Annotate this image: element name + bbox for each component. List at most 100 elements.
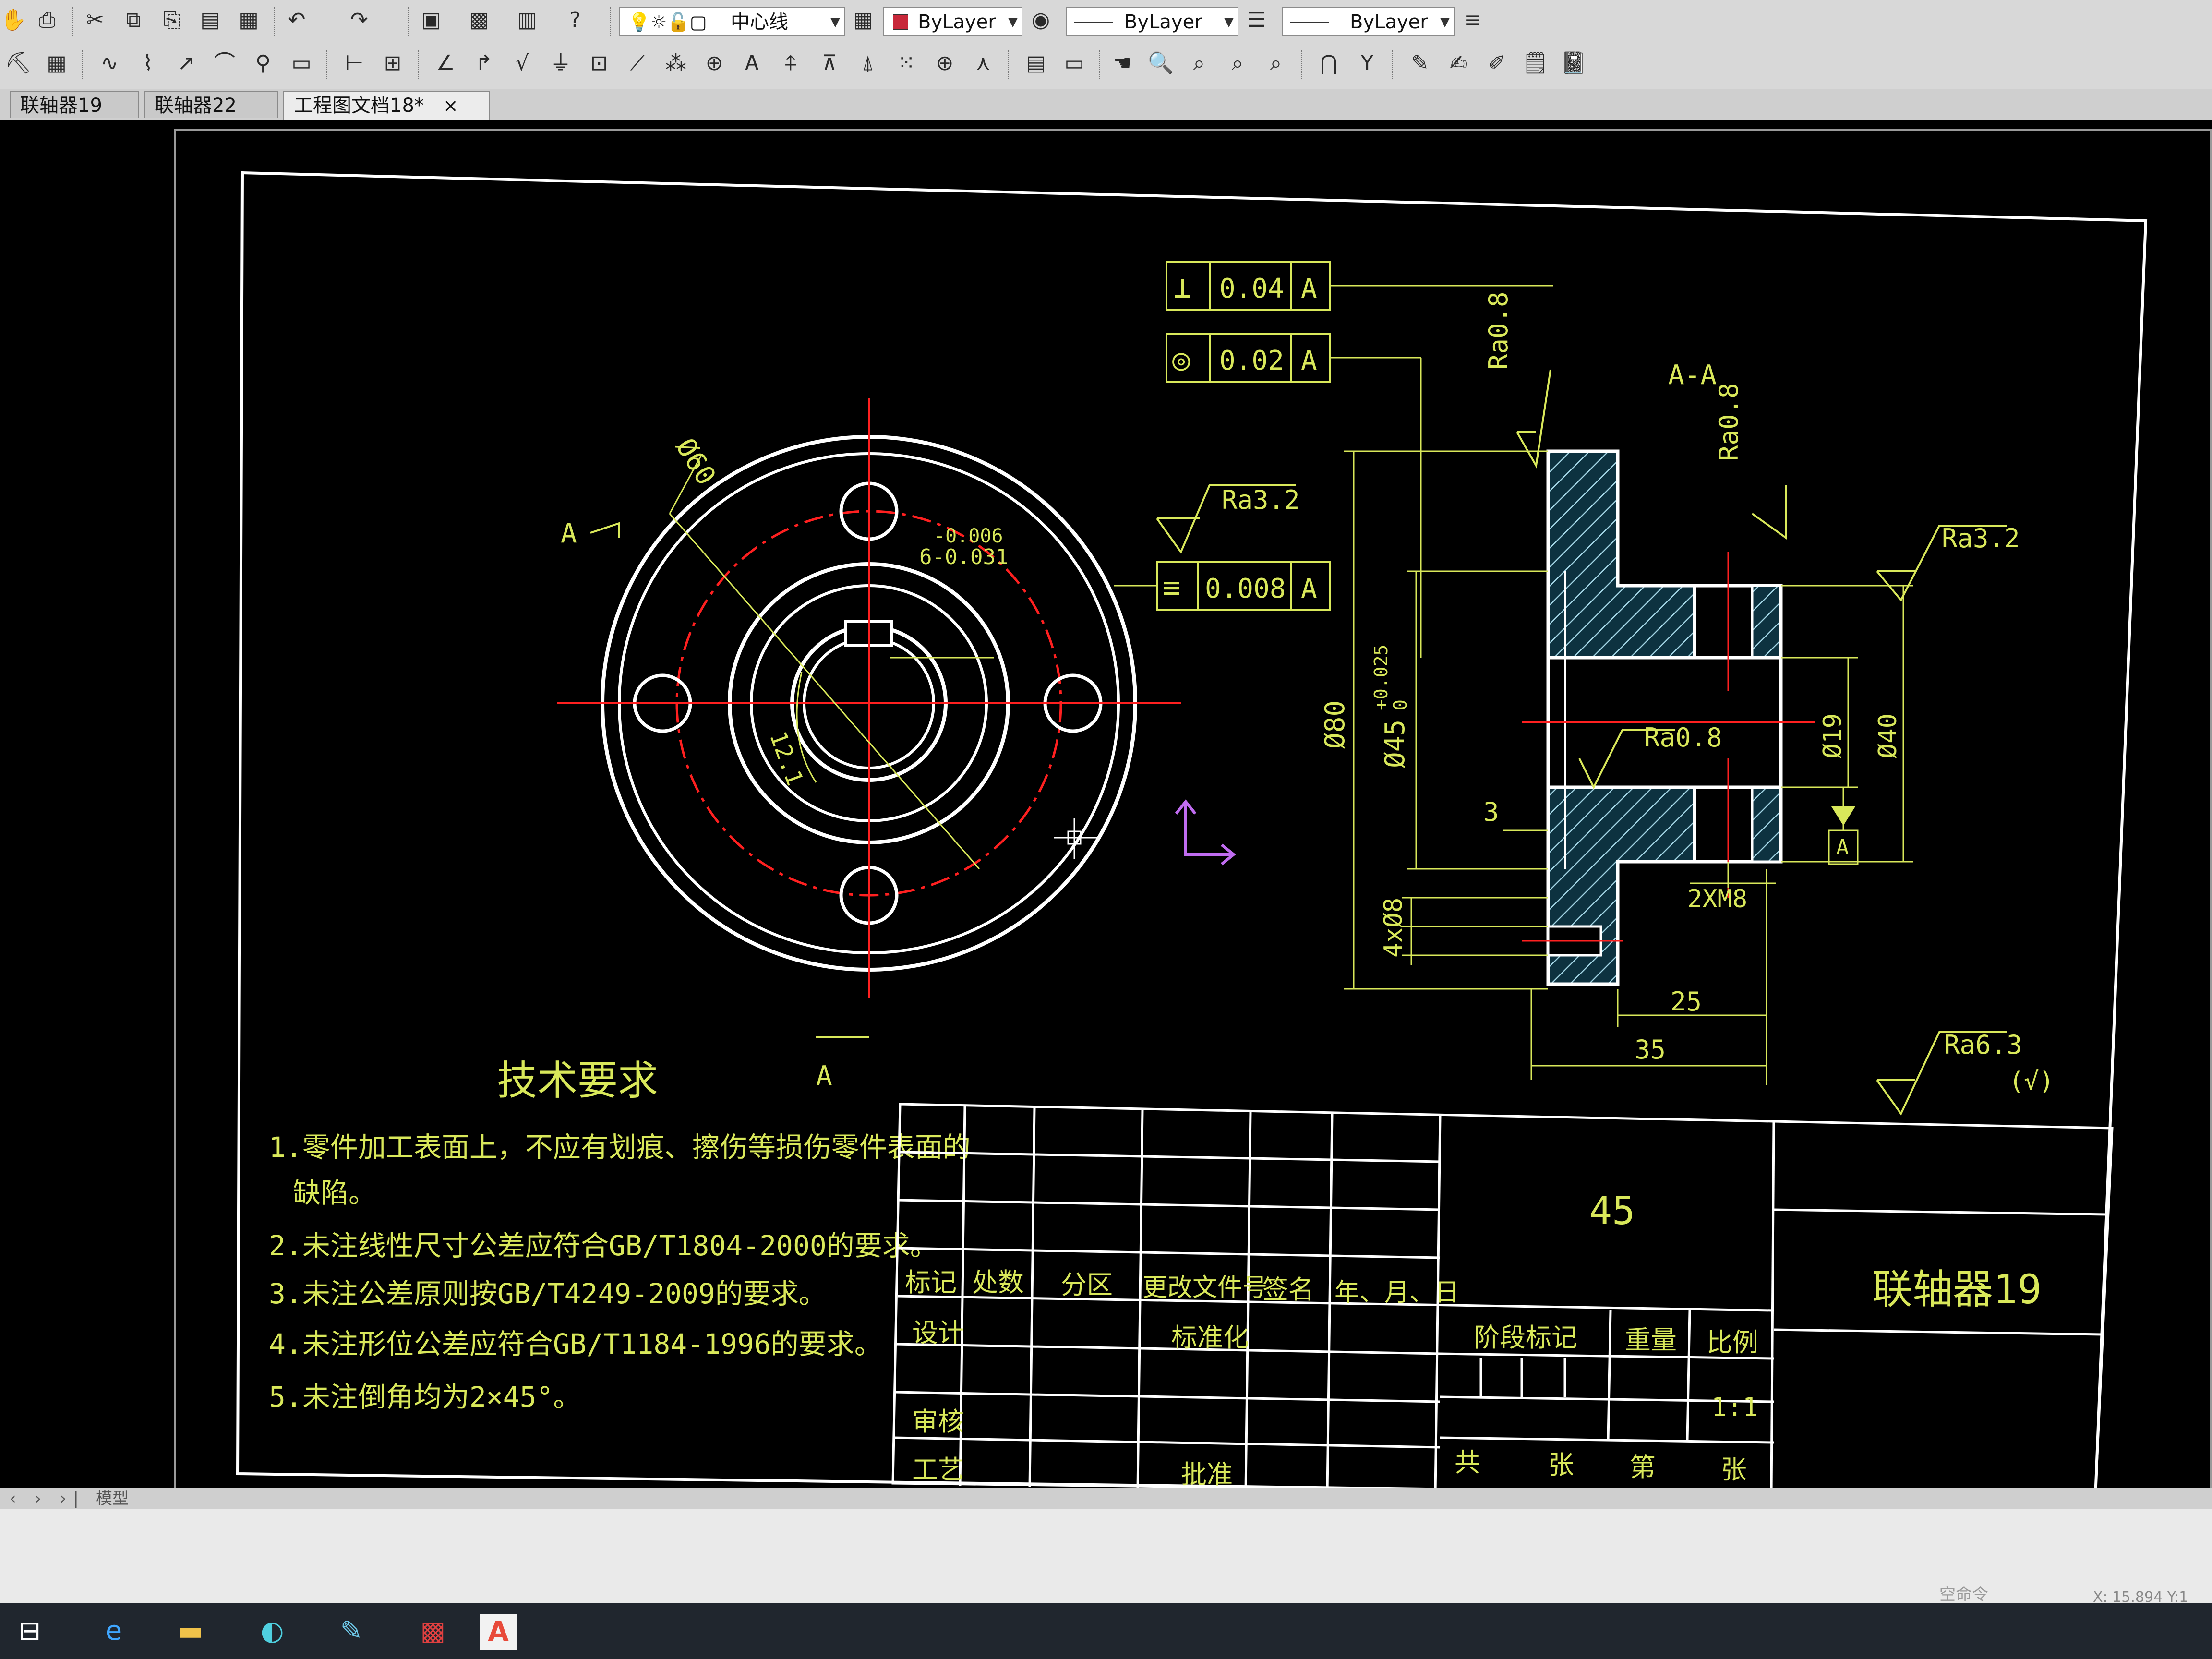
block-icon[interactable]: ▭ (291, 51, 312, 75)
snap-icon[interactable]: Y (1360, 51, 1374, 75)
toolbar-separator (82, 50, 84, 79)
angle-dimension-icon[interactable]: ∠ (436, 51, 455, 75)
task-view-icon[interactable]: ⊟ (18, 1615, 41, 1647)
help-icon[interactable]: ? (569, 8, 581, 32)
cone-icon[interactable]: ⍋ (861, 51, 875, 75)
edit-icon[interactable]: ✎ (1411, 51, 1429, 75)
edit-leader-icon[interactable]: ✐ (1488, 51, 1506, 75)
text-icon[interactable]: Ꭺ (745, 51, 760, 75)
linetype-manager-icon[interactable]: ☰ (1247, 8, 1266, 32)
tab-label: 联轴器19 (20, 95, 102, 117)
rev-header: 分区 (1061, 1270, 1113, 1300)
cut-icon[interactable]: ✂ (86, 8, 104, 32)
toolbar-separator (1392, 50, 1395, 79)
toolbar-separator (274, 7, 276, 36)
undo-icon[interactable]: ↶ (288, 8, 306, 32)
tab-drawing-18[interactable]: 工程图文档18*× (283, 91, 490, 121)
center-mark-icon[interactable]: ⊕ (936, 51, 954, 75)
note-icon[interactable]: 🗒 (1522, 51, 1549, 75)
close-icon[interactable]: × (443, 95, 458, 116)
tab-nav-arrows-icon[interactable]: ‹ › ›| (10, 1489, 85, 1508)
linetype-combo[interactable]: ByLayer ▼ (1066, 7, 1238, 36)
wave-line-icon[interactable]: ∿ (100, 51, 119, 75)
copy-icon[interactable]: ⧉ (126, 8, 141, 32)
rev-header: 签名 (1262, 1274, 1314, 1305)
paste-block-icon[interactable]: ▦ (239, 8, 259, 32)
edit-text-icon[interactable]: ✍ (1449, 51, 1467, 75)
edge-browser-icon[interactable]: e (105, 1615, 122, 1647)
solidworks-icon[interactable]: ▩ (420, 1615, 446, 1647)
datum-icon[interactable]: ⏚ (550, 51, 571, 75)
tool-palette-icon[interactable]: ▥ (517, 8, 537, 32)
command-status: 空命令 (1939, 1585, 1988, 1604)
gdt-datum: A (1301, 345, 1317, 376)
cad-app-icon[interactable]: ✎ (340, 1615, 363, 1647)
coordinate-readout: X: 15.894 Y:1 (2093, 1589, 2188, 1606)
leader-icon[interactable]: ↗ (177, 51, 195, 75)
color-combo[interactable]: ByLayer ▼ (883, 7, 1022, 36)
chevron-down-icon: ▼ (1224, 15, 1234, 29)
layer-combo[interactable]: 💡☼🔓▢ 中心线 ▼ (619, 7, 845, 36)
baseline-dimension-icon[interactable]: ⊞ (384, 51, 402, 75)
axis-icon[interactable]: ⋏ (975, 51, 991, 75)
title-block-icon[interactable]: ▭ (1064, 51, 1084, 75)
roughness-ra32-right: Ra3.2 (1876, 523, 2020, 602)
arrow-icon[interactable]: ⍏ (784, 51, 798, 75)
zoom-realtime-icon[interactable]: 🔍 (1147, 51, 1174, 75)
drawing-canvas[interactable]: A A Ø60 -0.006 6-0.031 12.1 (0, 120, 2212, 1503)
autocad-icon[interactable]: A (480, 1614, 517, 1650)
weld-icon[interactable]: ⁂ (665, 51, 686, 75)
notebook-icon[interactable]: 📓 (1560, 51, 1587, 75)
break-line-icon[interactable]: ⌇ (143, 51, 153, 75)
linear-dimension-icon[interactable]: ⊢ (345, 51, 364, 75)
command-line[interactable]: 空命令 (0, 1509, 2212, 1604)
dim-phi80: Ø80 (1320, 700, 1351, 749)
tech-req-item: 3.未注公差原则按GB/T4249-2009的要求。 (269, 1277, 827, 1310)
ucs-arrow-x (1221, 843, 1236, 866)
fillet-icon[interactable]: ⌒ (214, 51, 235, 75)
dim-phi60: Ø60 (670, 433, 722, 491)
tab-model[interactable]: 模型 (96, 1489, 129, 1508)
weight-label: 重量 (1625, 1325, 1677, 1355)
zoom-extents-icon[interactable]: ⌕ (1231, 51, 1244, 75)
lineweight-combo[interactable]: ByLayer ▼ (1282, 7, 1455, 36)
sign-icon[interactable]: ⊼ (821, 51, 838, 75)
layer-manager-icon[interactable]: ▦ (853, 8, 873, 32)
copy-base-icon[interactable]: ⎘ (163, 8, 180, 32)
gdt-symbol-perpendicular: ⊥ (1174, 270, 1191, 305)
gdt-datum: A (1301, 573, 1317, 604)
table-icon[interactable]: ▦ (47, 51, 67, 75)
properties-icon[interactable]: ▣ (421, 8, 441, 32)
tech-req-item: 缺陷。 (293, 1177, 376, 1209)
file-explorer-icon[interactable]: ▬ (178, 1615, 204, 1647)
search-app-icon[interactable]: ◐ (260, 1615, 284, 1647)
tech-req-item: 2.未注线性尺寸公差应符合GB/T1804-2000的要求。 (269, 1229, 938, 1262)
tab-coupling-22[interactable]: 联轴器22 (144, 91, 278, 118)
zoom-previous-icon[interactable]: ⌕ (1270, 51, 1282, 75)
grid-icon[interactable]: ⁙ (897, 51, 915, 75)
leader-note-icon[interactable]: ⟋ (630, 51, 645, 75)
paste-icon[interactable]: ▤ (200, 8, 220, 32)
color-wheel-icon[interactable]: ◉ (1031, 8, 1050, 32)
chamfer-dimension-icon[interactable]: ↱ (475, 51, 493, 75)
rev-header: 标记 (905, 1267, 957, 1298)
roughness-label: Ra3.2 (1222, 485, 1300, 515)
pan-realtime-icon[interactable]: ☚ (1113, 51, 1132, 75)
datum-label: A (1836, 835, 1849, 860)
print-icon[interactable]: ⎙ (38, 8, 56, 32)
design-center-icon[interactable]: ▩ (469, 8, 489, 32)
tolerance-icon[interactable]: ⊡ (590, 51, 608, 75)
frame-icon[interactable]: ▤ (1026, 51, 1046, 75)
match-properties-icon[interactable]: ⛏ (5, 51, 32, 75)
pan-icon[interactable]: ✋ (0, 8, 27, 32)
dim-phi45-tol2: 0 (1390, 699, 1411, 710)
lineweight-icon[interactable]: ≡ (1464, 8, 1482, 32)
zoom-window-icon[interactable]: ⌕ (1193, 51, 1205, 75)
roughness-icon[interactable]: √ (515, 51, 529, 75)
hole-icon[interactable]: ⊕ (705, 51, 723, 75)
magnet-icon[interactable]: ⋂ (1320, 51, 1338, 75)
balloon-icon[interactable]: ⚲ (255, 51, 271, 75)
ucs-icon (1184, 802, 1234, 856)
redo-icon[interactable]: ↷ (350, 8, 368, 32)
tab-coupling-19[interactable]: 联轴器19 (10, 91, 139, 118)
